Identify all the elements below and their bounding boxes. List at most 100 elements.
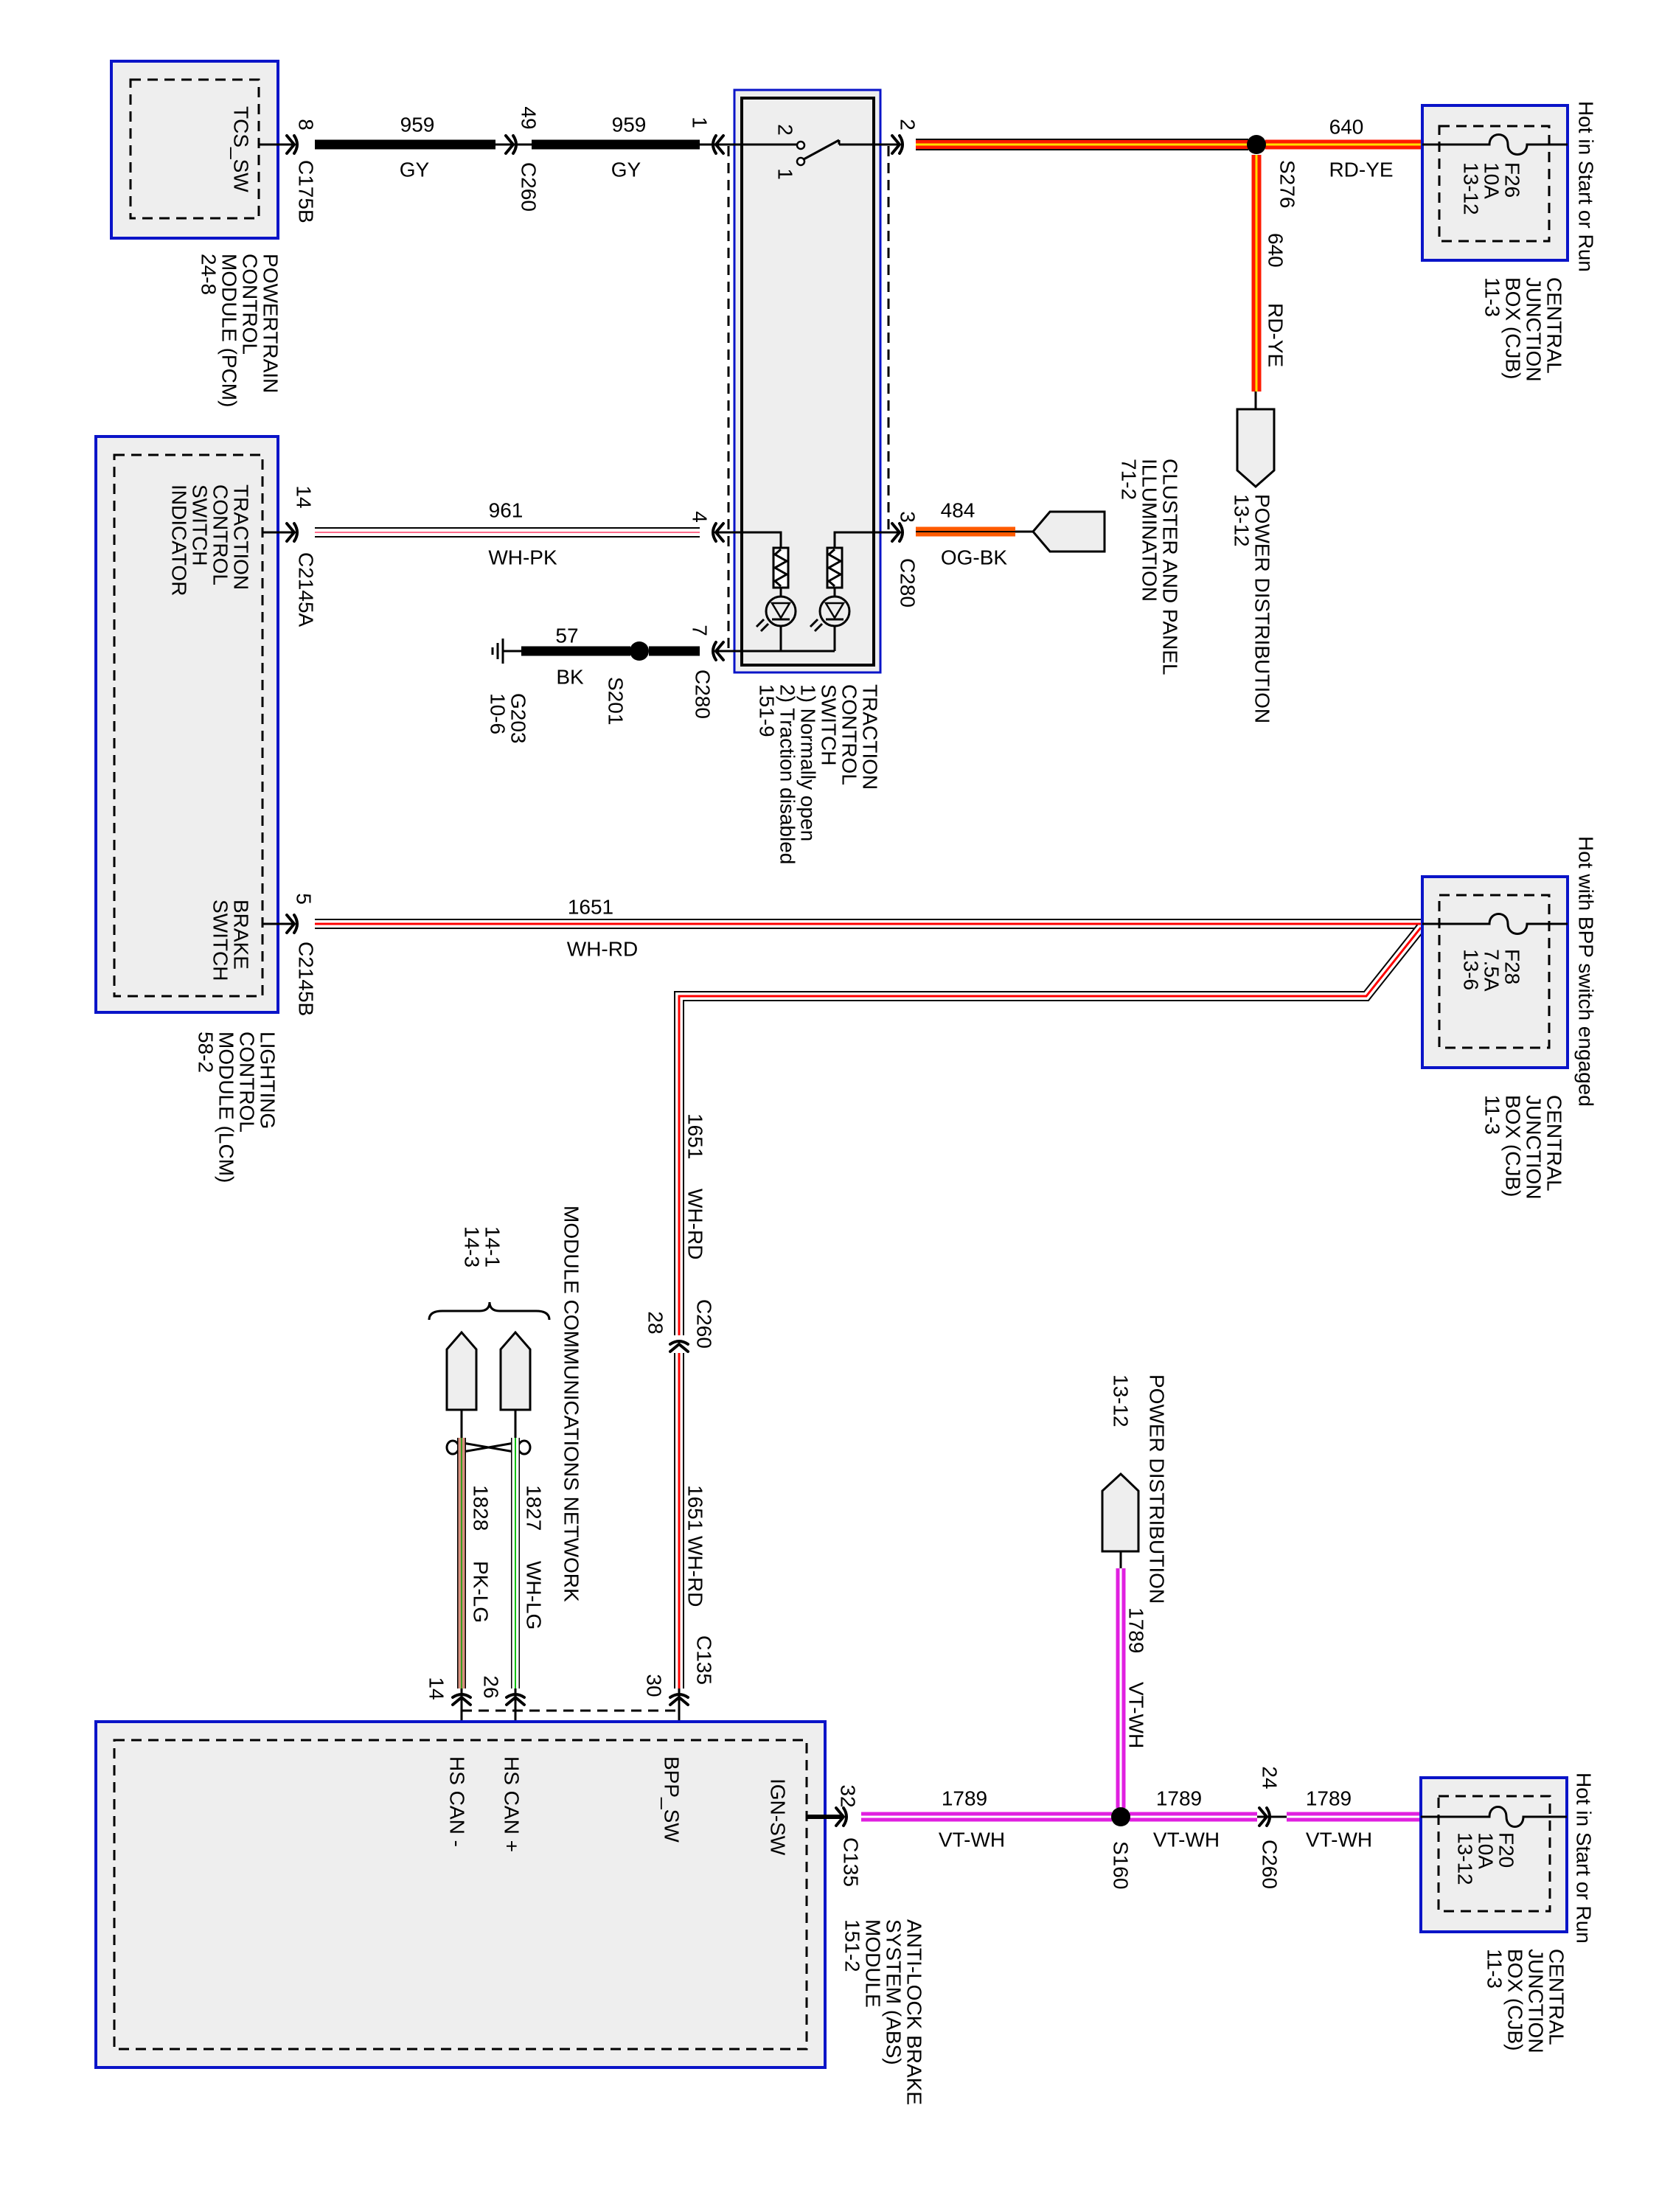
cluster-label: ILLUMINATION [1138, 459, 1161, 602]
cjb-label: CENTRAL [1543, 1095, 1566, 1192]
pin-number: 4 [689, 511, 712, 523]
abs-pin-label: HS CAN - [446, 1756, 469, 1847]
wire-circuit: 959 [400, 114, 435, 136]
wire-circuit: 1789 [1125, 1607, 1148, 1653]
connector-label: C2145B [295, 942, 318, 1016]
pin-number: 24 [1259, 1766, 1281, 1789]
pin-number: 7 [689, 625, 712, 636]
pin-number: 14 [425, 1677, 448, 1700]
connector-c260: 49 C260 [495, 106, 540, 212]
splice-s160 [1111, 1807, 1130, 1826]
lcm-label: LIGHTING [257, 1032, 279, 1129]
module-communications-network: MODULE COMMUNICATIONS NETWORK 14-1 14-3 [428, 1206, 583, 1602]
wire-color: WH-RD [567, 938, 638, 961]
abs-module: HS CAN - HS CAN + BPP_SW IGN-SW ANTI-LOC… [94, 1720, 926, 2105]
connector-label: C135 [693, 1635, 716, 1685]
network-ref: 14-1 [481, 1226, 504, 1267]
cluster-ref: 71-2 [1118, 459, 1141, 500]
wire-color: WH-RD [684, 1189, 707, 1259]
fuse-label: F28 [1501, 949, 1524, 984]
wire-color: RD-YE [1329, 159, 1393, 181]
fuse-icon [1422, 913, 1568, 935]
abs-label: 151-2 [841, 1919, 864, 1972]
switch-contact [796, 156, 806, 167]
wire-circuit: 640 [1329, 116, 1364, 139]
fuse-ref: 13-12 [1454, 1832, 1477, 1885]
connector-label: C2145A [295, 552, 318, 627]
pin-number: 2 [897, 119, 919, 131]
wire-circuit: 961 [489, 499, 524, 522]
pcm-label: CONTROL [239, 254, 262, 355]
fuse-rating: 10A [1475, 1832, 1498, 1869]
lcm-pin-label: INDICATOR [168, 484, 191, 596]
power-distribution-label: POWER DISTRIBUTION [1251, 494, 1274, 723]
cjb-fuse-f20: F20 10A 13-12 Hot in Start or Run CENTRA… [1419, 1773, 1596, 2053]
cjb-fuse-f26: F26 10A 13-12 Hot in Start or Run CENTRA… [1421, 101, 1598, 382]
cluster-illumination-connector: CLUSTER AND PANEL ILLUMINATION 71-2 [1015, 459, 1182, 675]
wire-color: VT-WH [1153, 1829, 1220, 1851]
fuse-label: F26 [1501, 162, 1524, 198]
lcm-pin-label: SWITCH [189, 484, 212, 566]
pcm-label: 24-8 [198, 254, 220, 295]
pcm-module: TCS_SW POWERTRAIN CONTROL MODULE (PCM) 2… [110, 60, 282, 407]
pcm-label: MODULE (PCM) [218, 254, 241, 407]
wire-circuit: 1789 [942, 1787, 987, 1810]
switch-label: SWITCH [818, 684, 841, 765]
splice-label: S160 [1110, 1841, 1133, 1889]
connector-c175b: 8 C175B [285, 119, 318, 223]
wire-circuit: 959 [612, 114, 647, 136]
contact-label: 1 [774, 168, 797, 180]
wire-color: WH-RD [684, 1536, 707, 1607]
splice-s276 [1247, 135, 1266, 154]
cluster-label: CLUSTER AND PANEL [1159, 459, 1182, 675]
power-distribution-ref: 13-12 [1110, 1374, 1133, 1427]
abs-label: MODULE [862, 1919, 885, 2008]
lcm-pin-label: CONTROL [209, 484, 232, 585]
abs-pin-label: IGN-SW [767, 1778, 790, 1856]
wire-circuit: 57 [555, 625, 578, 647]
ground-ref: 10-6 [487, 693, 509, 734]
connector-label: C260 [1259, 1840, 1281, 1889]
cjb-fuse-f28: F28 7.5A 13-6 Hot with BPP switch engage… [1421, 836, 1598, 1200]
cjb-label: 11-3 [1481, 1095, 1504, 1135]
pcm-pin-label: TCS_SW [230, 106, 253, 192]
connector-label: C135 [840, 1837, 863, 1887]
wire-circuit: 1651 [684, 1113, 707, 1159]
connector-label: C280 [692, 669, 714, 719]
wire-1789-vt-wh [861, 1568, 1421, 1822]
power-distribution-bottom: POWER DISTRIBUTION 13-12 [1101, 1374, 1169, 1604]
power-note: Hot with BPP switch engaged [1575, 836, 1598, 1107]
resistor-icon [772, 546, 790, 589]
splice-label: S201 [605, 677, 627, 725]
wire-circuit: 640 [1265, 233, 1287, 268]
fuse-rating: 7.5A [1481, 949, 1503, 992]
wire-circuit: 1789 [1156, 1787, 1202, 1810]
cjb-label: CENTRAL [1545, 1949, 1568, 2045]
switch-label: CONTROL [838, 684, 861, 785]
cjb-label: BOX (CJB) [1504, 1949, 1527, 2051]
wire-color: VT-WH [939, 1829, 1005, 1851]
fuse-icon [1421, 1806, 1567, 1828]
lcm-label: 58-2 [195, 1032, 218, 1073]
wire-color: RD-YE [1265, 303, 1287, 367]
cjb-label: 11-3 [1484, 1949, 1506, 1989]
pin-number: 1 [689, 116, 712, 128]
cjb-label: JUNCTION [1523, 277, 1545, 382]
lcm-pin-label: BRAKE [230, 900, 253, 970]
wire-circuit: 1827 [523, 1485, 546, 1531]
splice-label: S276 [1276, 160, 1299, 208]
pin-number: 5 [293, 893, 316, 905]
fuse-label: F20 [1495, 1832, 1518, 1868]
power-distribution-top: POWER DISTRIBUTION 13-12 [1231, 392, 1276, 723]
lcm-label: CONTROL [236, 1032, 259, 1133]
wire-640-rd-ye [916, 139, 1422, 392]
cjb-label: CENTRAL [1543, 277, 1566, 374]
connector-c260-24: 24 C260 [1257, 1766, 1287, 1889]
connector-label: C260 [518, 162, 540, 212]
power-distribution-label: POWER DISTRIBUTION [1146, 1374, 1169, 1604]
connector-c2145a: 14 C2145A [285, 485, 318, 627]
lcm-pin-label: TRACTION [230, 484, 253, 590]
ground-label: G203 [507, 693, 530, 744]
splice-s201 [630, 641, 649, 661]
